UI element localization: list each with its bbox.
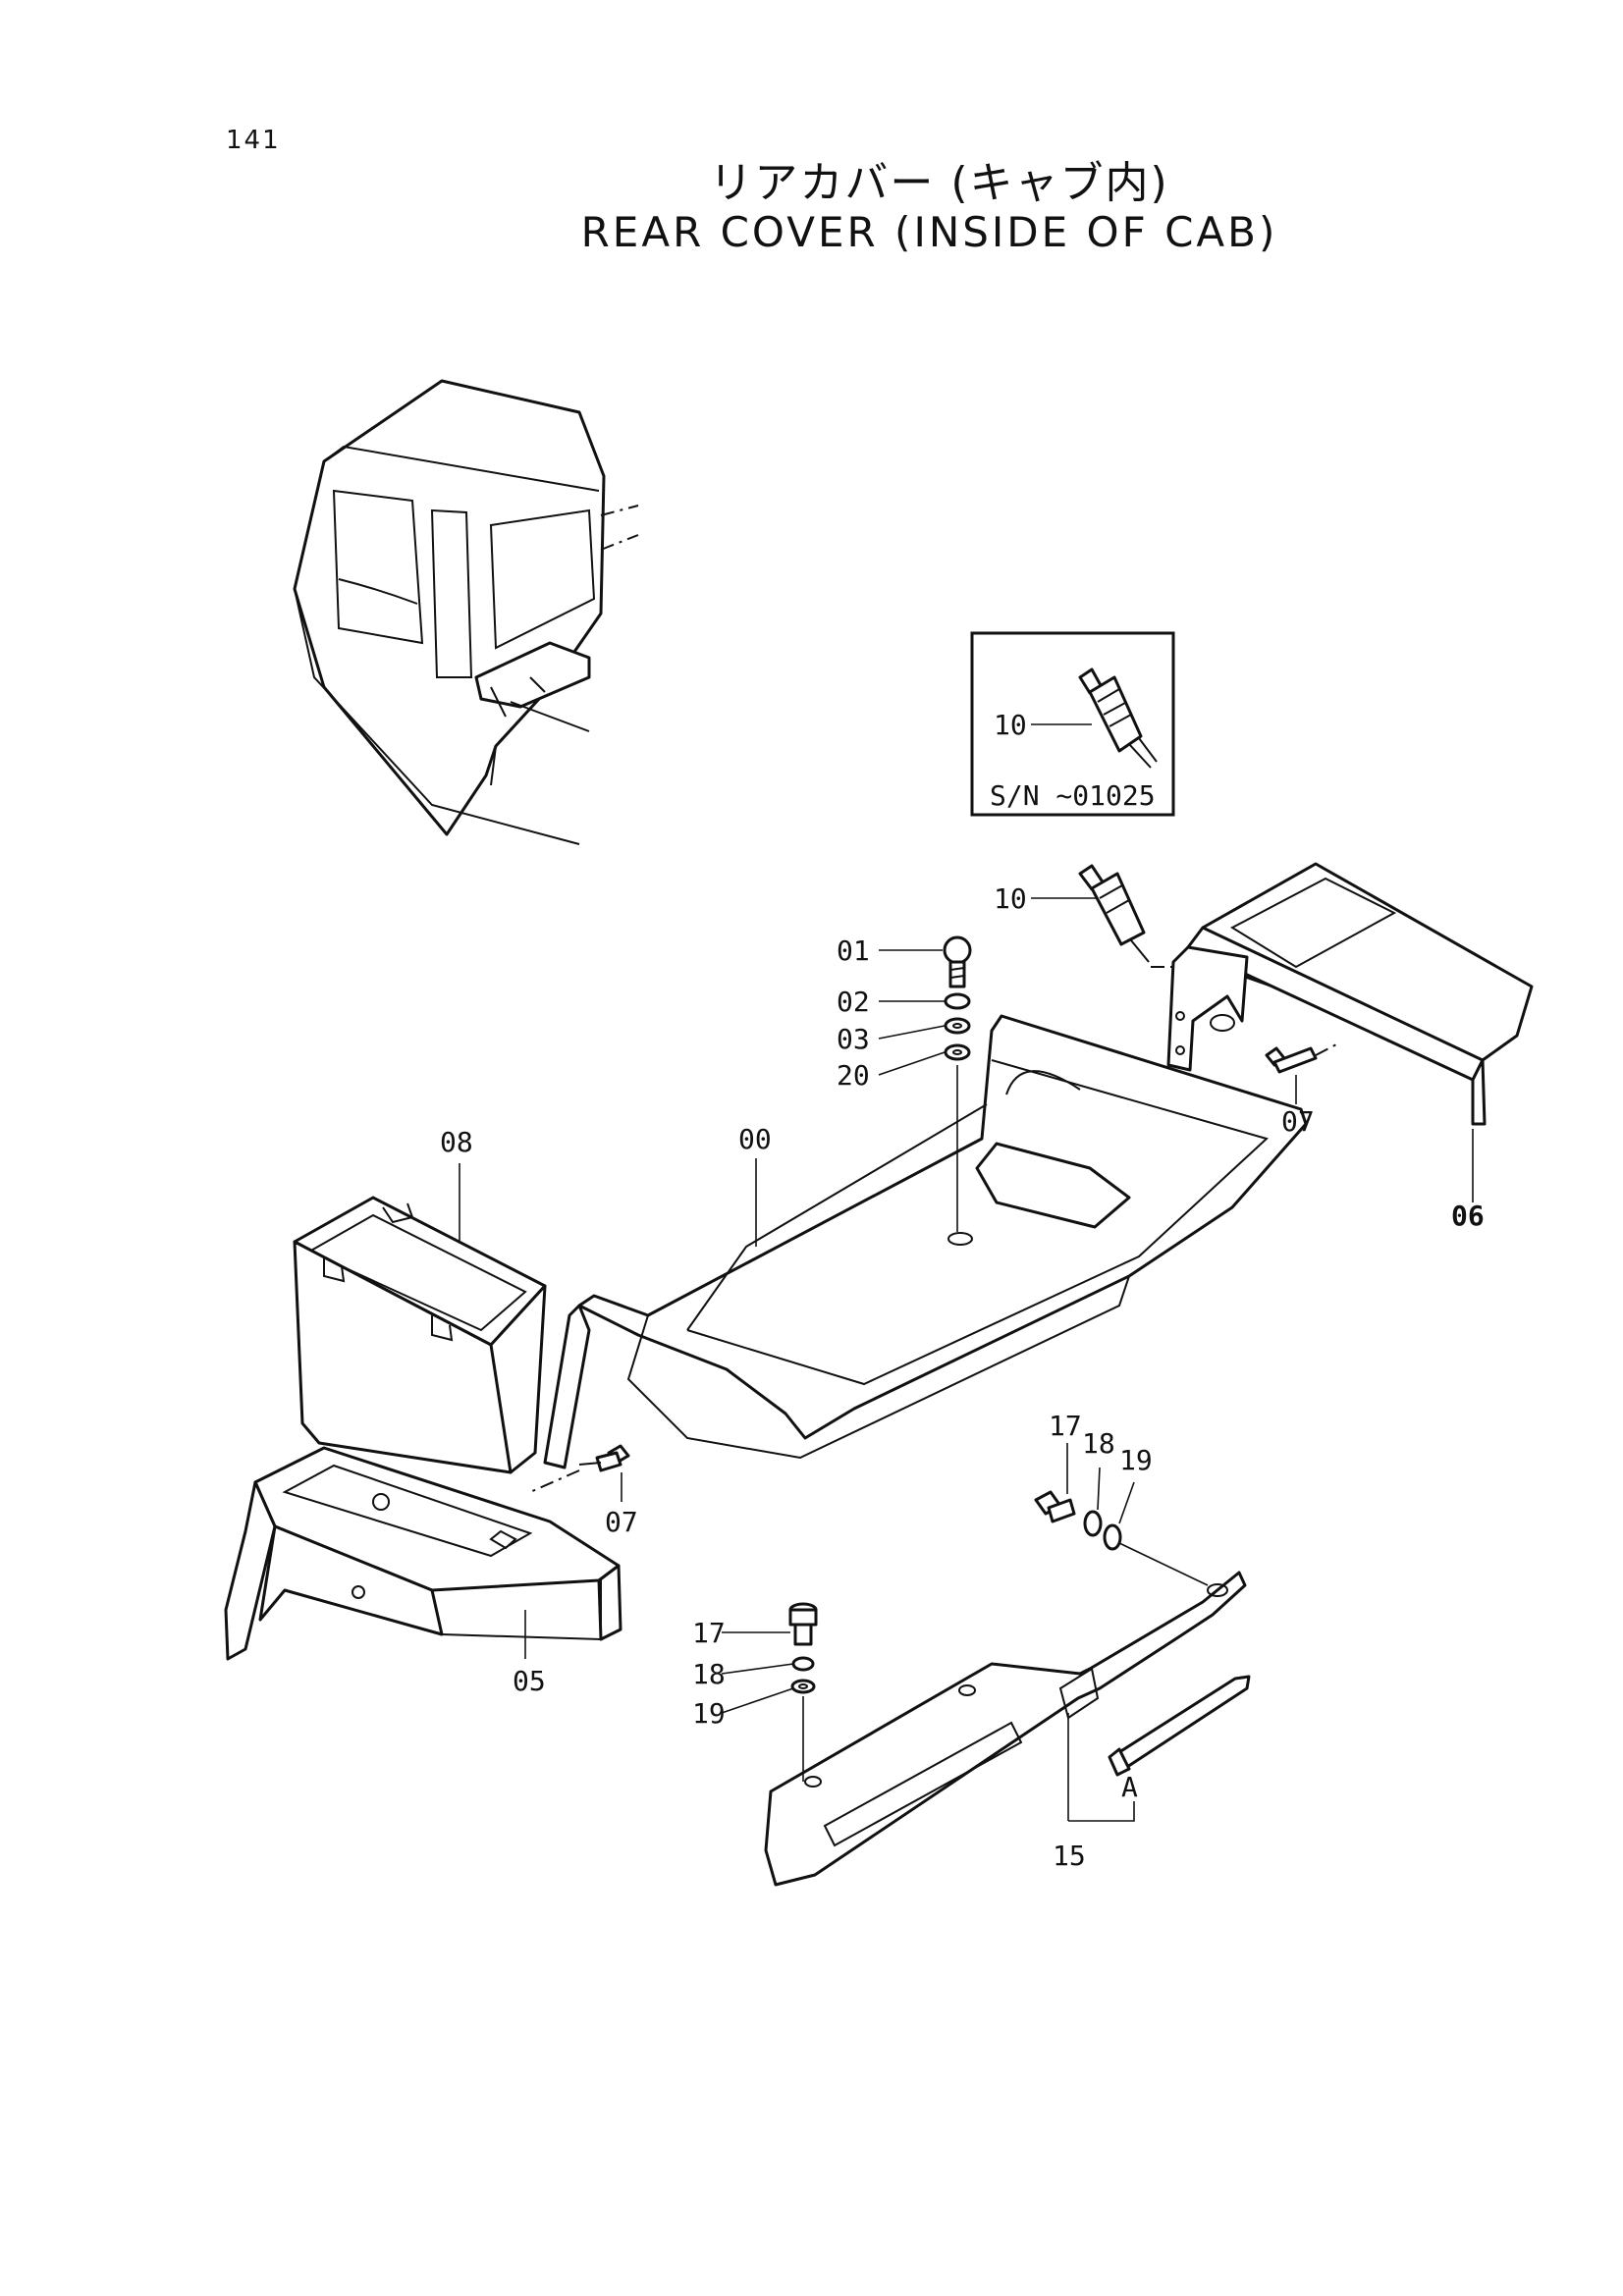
callout-17-upper: 17 — [1049, 1410, 1082, 1442]
bottom-plate-assembly: A 15 — [764, 1571, 1251, 1887]
callout-20: 20 — [837, 1059, 870, 1092]
callout-07-left: 07 — [605, 1506, 638, 1538]
serial-inset-box: 10 S/N ~01025 — [970, 631, 1175, 817]
callout-05: 05 — [513, 1665, 546, 1697]
inset-callout-10: 10 — [994, 709, 1027, 741]
page-title-japanese: リアカバー (キャブ内) — [709, 158, 1169, 208]
fastener-stack-lower: 17 18 19 — [692, 1602, 818, 1782]
right-cover-assembly: 06 10 07 — [994, 862, 1534, 1232]
callout-18-lower: 18 — [692, 1658, 726, 1690]
callout-15: 15 — [1053, 1840, 1086, 1872]
fastener-stack-upper: 17 18 19 — [1034, 1410, 1209, 1586]
left-cover: 05 07 — [224, 1444, 638, 1697]
page-number: 141 — [226, 126, 281, 155]
page-title-english: REAR COVER (INSIDE OF CAB) — [580, 208, 1278, 256]
fastener-stack-center: 01 02 03 20 — [837, 934, 972, 1232]
rear-cover-main-tray: 00 — [543, 1014, 1308, 1469]
callout-10: 10 — [994, 882, 1027, 915]
callout-19-upper: 19 — [1119, 1444, 1153, 1476]
callout-08: 08 — [440, 1126, 473, 1158]
callout-06: 06 — [1451, 1200, 1485, 1232]
storage-box: 08 — [293, 1126, 547, 1474]
callout-07-right: 07 — [1281, 1105, 1315, 1138]
callout-17-lower: 17 — [692, 1617, 726, 1649]
callout-00: 00 — [738, 1123, 772, 1155]
detail-label-a: A — [1121, 1771, 1138, 1803]
callout-19-lower: 19 — [692, 1697, 726, 1730]
callout-01: 01 — [837, 934, 870, 967]
serial-number-note: S/N ~01025 — [990, 779, 1156, 812]
callout-03: 03 — [837, 1023, 870, 1055]
cab-location-sketch — [293, 379, 639, 845]
callout-02: 02 — [837, 986, 870, 1018]
callout-18-upper: 18 — [1082, 1427, 1115, 1460]
